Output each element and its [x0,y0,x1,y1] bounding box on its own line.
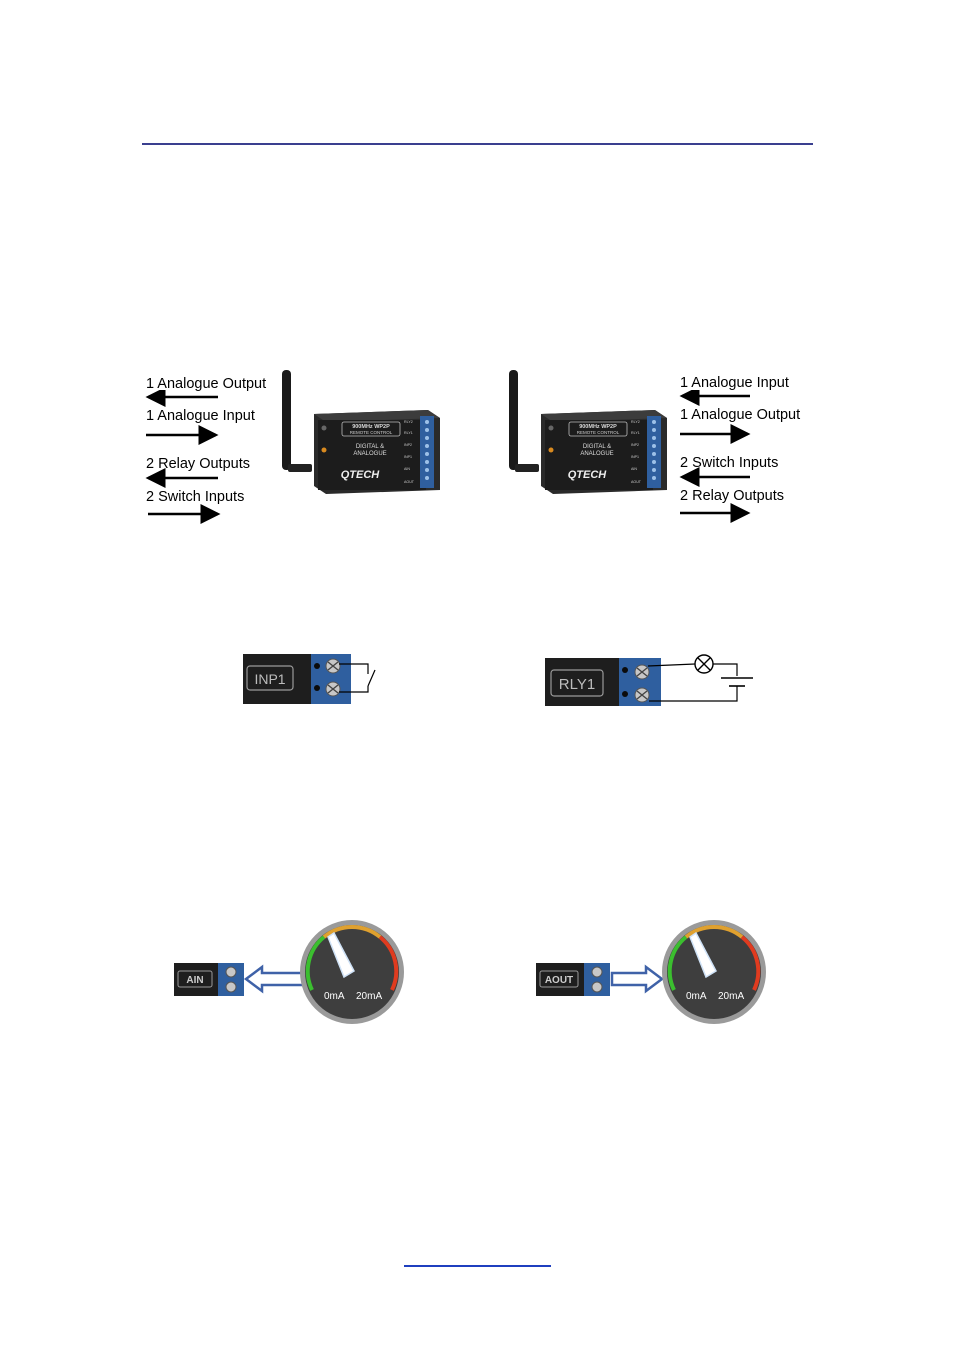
port-label: AIN [404,467,410,471]
left-label-analogue-input: 1 Analogue Input [146,408,255,424]
port-label: INP2 [631,443,639,447]
right-device-image: 900MHz WP2P REMOTE CONTROL DIGITAL & ANA… [509,370,667,494]
gauge-min-label: 0mA [686,991,707,1002]
port-label: RLY2 [404,420,413,424]
port-label: AIN [631,467,637,471]
arrow-right-icon [610,964,665,994]
left-device-image: 900MHz WP2P REMOTE CONTROL DIGITAL & ANA… [282,370,440,494]
port-label: INP1 [404,455,412,459]
right-arrows [679,390,751,523]
gauge-max-label: 20mA [718,991,744,1002]
qtech-logo: QTECH [341,469,381,481]
left-arrows [145,390,221,524]
switch-icon [367,669,376,687]
qtech-logo: QTECH [568,469,608,481]
device-model-text: 900MHz WP2P [352,424,390,430]
right-label-analogue-input: 1 Analogue Input [680,375,789,391]
footer-link-underline[interactable] [404,1265,551,1267]
header-rule [142,143,813,145]
screw-icon [636,667,648,677]
screw-icon [327,684,339,694]
relay-output-wiring: RLY1 [545,654,753,706]
port-label: RLY2 [631,420,640,424]
switch-input-wiring: INP1 [243,654,376,704]
aout-label: AOUT [545,975,573,986]
ain-label: AIN [186,975,203,986]
port-label: INP1 [631,455,639,459]
device-type-text-2: ANALOGUE [353,451,386,457]
antenna-icon [509,370,518,470]
port-label: INP2 [404,443,412,447]
ain-gauge-diagram: AIN 0mA 20mA [174,920,404,1024]
gauge-needle [327,931,355,979]
right-label-analogue-output: 1 Analogue Output [680,407,801,423]
gauge-needle [689,931,717,979]
device-subtitle-text: REMOTE CONTROL [577,430,620,435]
port-label: AOUT [404,480,415,484]
aout-gauge-diagram: AOUT 0mA 20mA [536,920,766,1024]
port-label: RLY1 [404,431,413,435]
arrow-left-icon [243,964,306,994]
right-label-switch-inputs: 2 Switch Inputs [680,455,779,471]
screw-icon [327,661,339,671]
antenna-icon [282,370,291,470]
screw-icon [636,690,648,700]
rly1-label: RLY1 [559,676,595,693]
device-subtitle-text: REMOTE CONTROL [350,430,393,435]
right-label-relay-outputs: 2 Relay Outputs [680,488,784,504]
device-type-text: DIGITAL & [583,444,611,450]
left-label-switch-inputs: 2 Switch Inputs [146,489,245,505]
device-type-text: DIGITAL & [356,444,384,450]
device-model-text: 900MHz WP2P [579,424,617,430]
gauge-min-label: 0mA [324,991,345,1002]
left-label-relay-outputs: 2 Relay Outputs [146,456,250,472]
device-type-text-2: ANALOGUE [580,451,613,457]
port-label: RLY1 [631,431,640,435]
port-label: AOUT [631,480,642,484]
left-label-analogue-output: 1 Analogue Output [146,376,267,392]
inp1-label: INP1 [254,671,285,687]
gauge-max-label: 20mA [356,991,382,1002]
